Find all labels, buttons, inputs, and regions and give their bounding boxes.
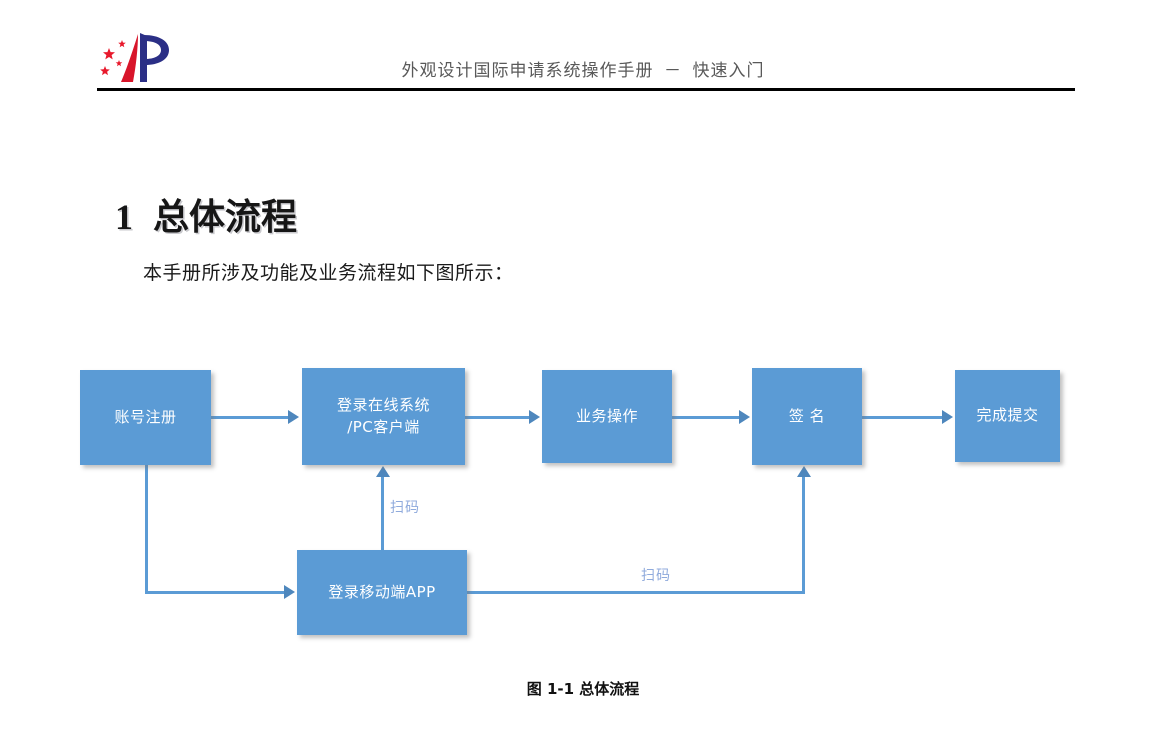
page-header: 外观设计国际申请系统操作手册 － 快速入门 [0, 0, 1166, 96]
connector-sign-to-submit [862, 416, 942, 419]
connector-app-to-sign-horizontal [467, 591, 805, 594]
connector-business-to-sign [672, 416, 739, 419]
connector-app-to-sign-vertical [802, 477, 805, 592]
arrowhead-sign-to-submit [942, 410, 953, 424]
connector-register-to-app [145, 591, 284, 594]
connector-register-down [145, 465, 148, 592]
arrowhead-business-to-sign [739, 410, 750, 424]
intro-paragraph: 本手册所涉及功能及业务流程如下图所示： [143, 263, 514, 284]
arrowhead-login-to-business [529, 410, 540, 424]
page-title: 1 总体流程 [97, 146, 297, 240]
flow-node-login-online-system[interactable]: 登录在线系统 /PC客户端 [302, 368, 465, 465]
arrowhead-register-to-app [284, 585, 295, 599]
process-flow-diagram: 扫码 扫码 账号注册 登录在线系统 /PC客户端 业务操作 签 名 完成提交 登… [0, 330, 1166, 660]
cnipa-logo-icon [97, 30, 179, 86]
flow-node-login-mobile-app[interactable]: 登录移动端APP [297, 550, 467, 635]
connector-login-to-business [465, 416, 529, 419]
arrowhead-app-to-login [376, 466, 390, 477]
section-title: 总体流程 [153, 197, 298, 237]
edge-label-scan-to-sign: 扫码 [641, 568, 671, 584]
connector-register-to-login [211, 416, 288, 419]
flow-node-business-operation[interactable]: 业务操作 [542, 370, 672, 463]
arrowhead-app-to-sign [797, 466, 811, 477]
section-number: 1 [115, 197, 133, 237]
arrowhead-register-to-login [288, 410, 299, 424]
connector-app-to-login [381, 477, 384, 550]
flow-node-signature[interactable]: 签 名 [752, 368, 862, 465]
figure-caption: 图 1-1 总体流程 [526, 680, 640, 698]
header-divider [97, 88, 1075, 91]
header-title: 外观设计国际申请系统操作手册 － 快速入门 [401, 61, 765, 80]
flow-node-complete-submission[interactable]: 完成提交 [955, 370, 1060, 462]
flow-node-account-registration[interactable]: 账号注册 [80, 370, 211, 465]
edge-label-scan-to-login: 扫码 [390, 500, 420, 516]
